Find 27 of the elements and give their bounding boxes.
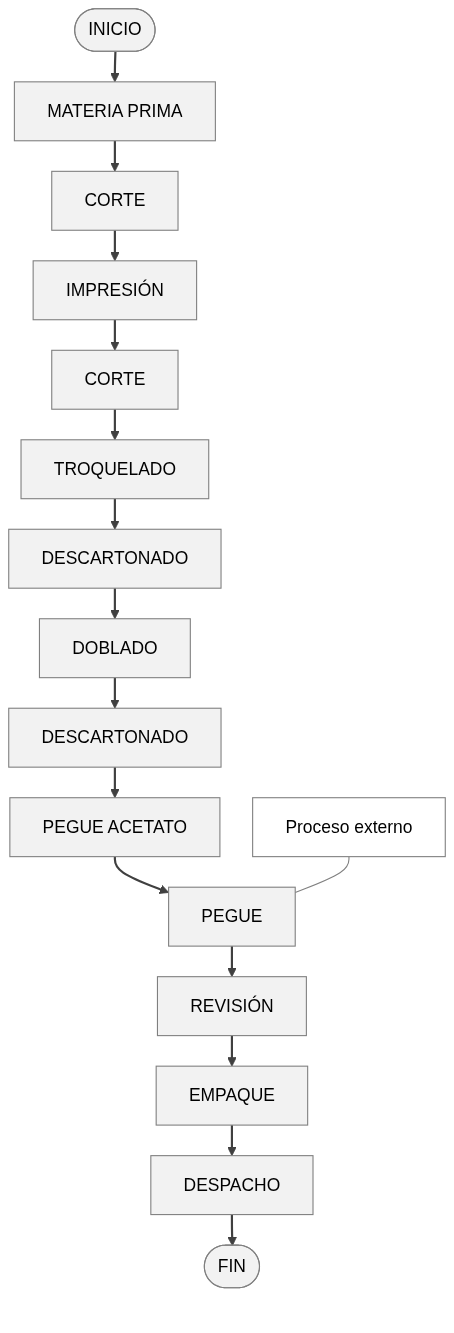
arrow bbox=[110, 588, 120, 620]
arrow bbox=[227, 1214, 237, 1247]
arrow bbox=[110, 319, 120, 351]
arrow bbox=[110, 767, 120, 799]
arrow bbox=[110, 409, 120, 441]
arrow bbox=[110, 140, 120, 172]
node-box: CORTE bbox=[51, 349, 179, 410]
arrow bbox=[110, 51, 120, 83]
node-box: DOBLADO bbox=[38, 618, 191, 679]
arrow bbox=[110, 230, 120, 262]
arrow bbox=[227, 1125, 237, 1157]
arrow bbox=[227, 1035, 237, 1067]
node-box: REVISIÓN bbox=[156, 976, 307, 1037]
arrow bbox=[227, 946, 237, 978]
node-box: DESCARTONADO bbox=[8, 707, 222, 768]
node-box: CORTE bbox=[51, 170, 179, 231]
node-box: DESCARTONADO bbox=[8, 528, 222, 589]
node-box: PEGUE bbox=[168, 886, 296, 947]
arrow bbox=[110, 677, 120, 709]
node-box: TROQUELADO bbox=[20, 439, 210, 500]
node-box: DESPACHO bbox=[150, 1155, 314, 1216]
node-box: Proceso externo bbox=[252, 797, 446, 858]
node-box: PEGUE ACETATO bbox=[9, 797, 221, 858]
node-box: IMPRESIÓN bbox=[32, 260, 198, 321]
node-box: MATERIA PRIMA bbox=[13, 81, 216, 142]
node-box: EMPAQUE bbox=[155, 1065, 309, 1126]
arrow bbox=[110, 498, 120, 530]
